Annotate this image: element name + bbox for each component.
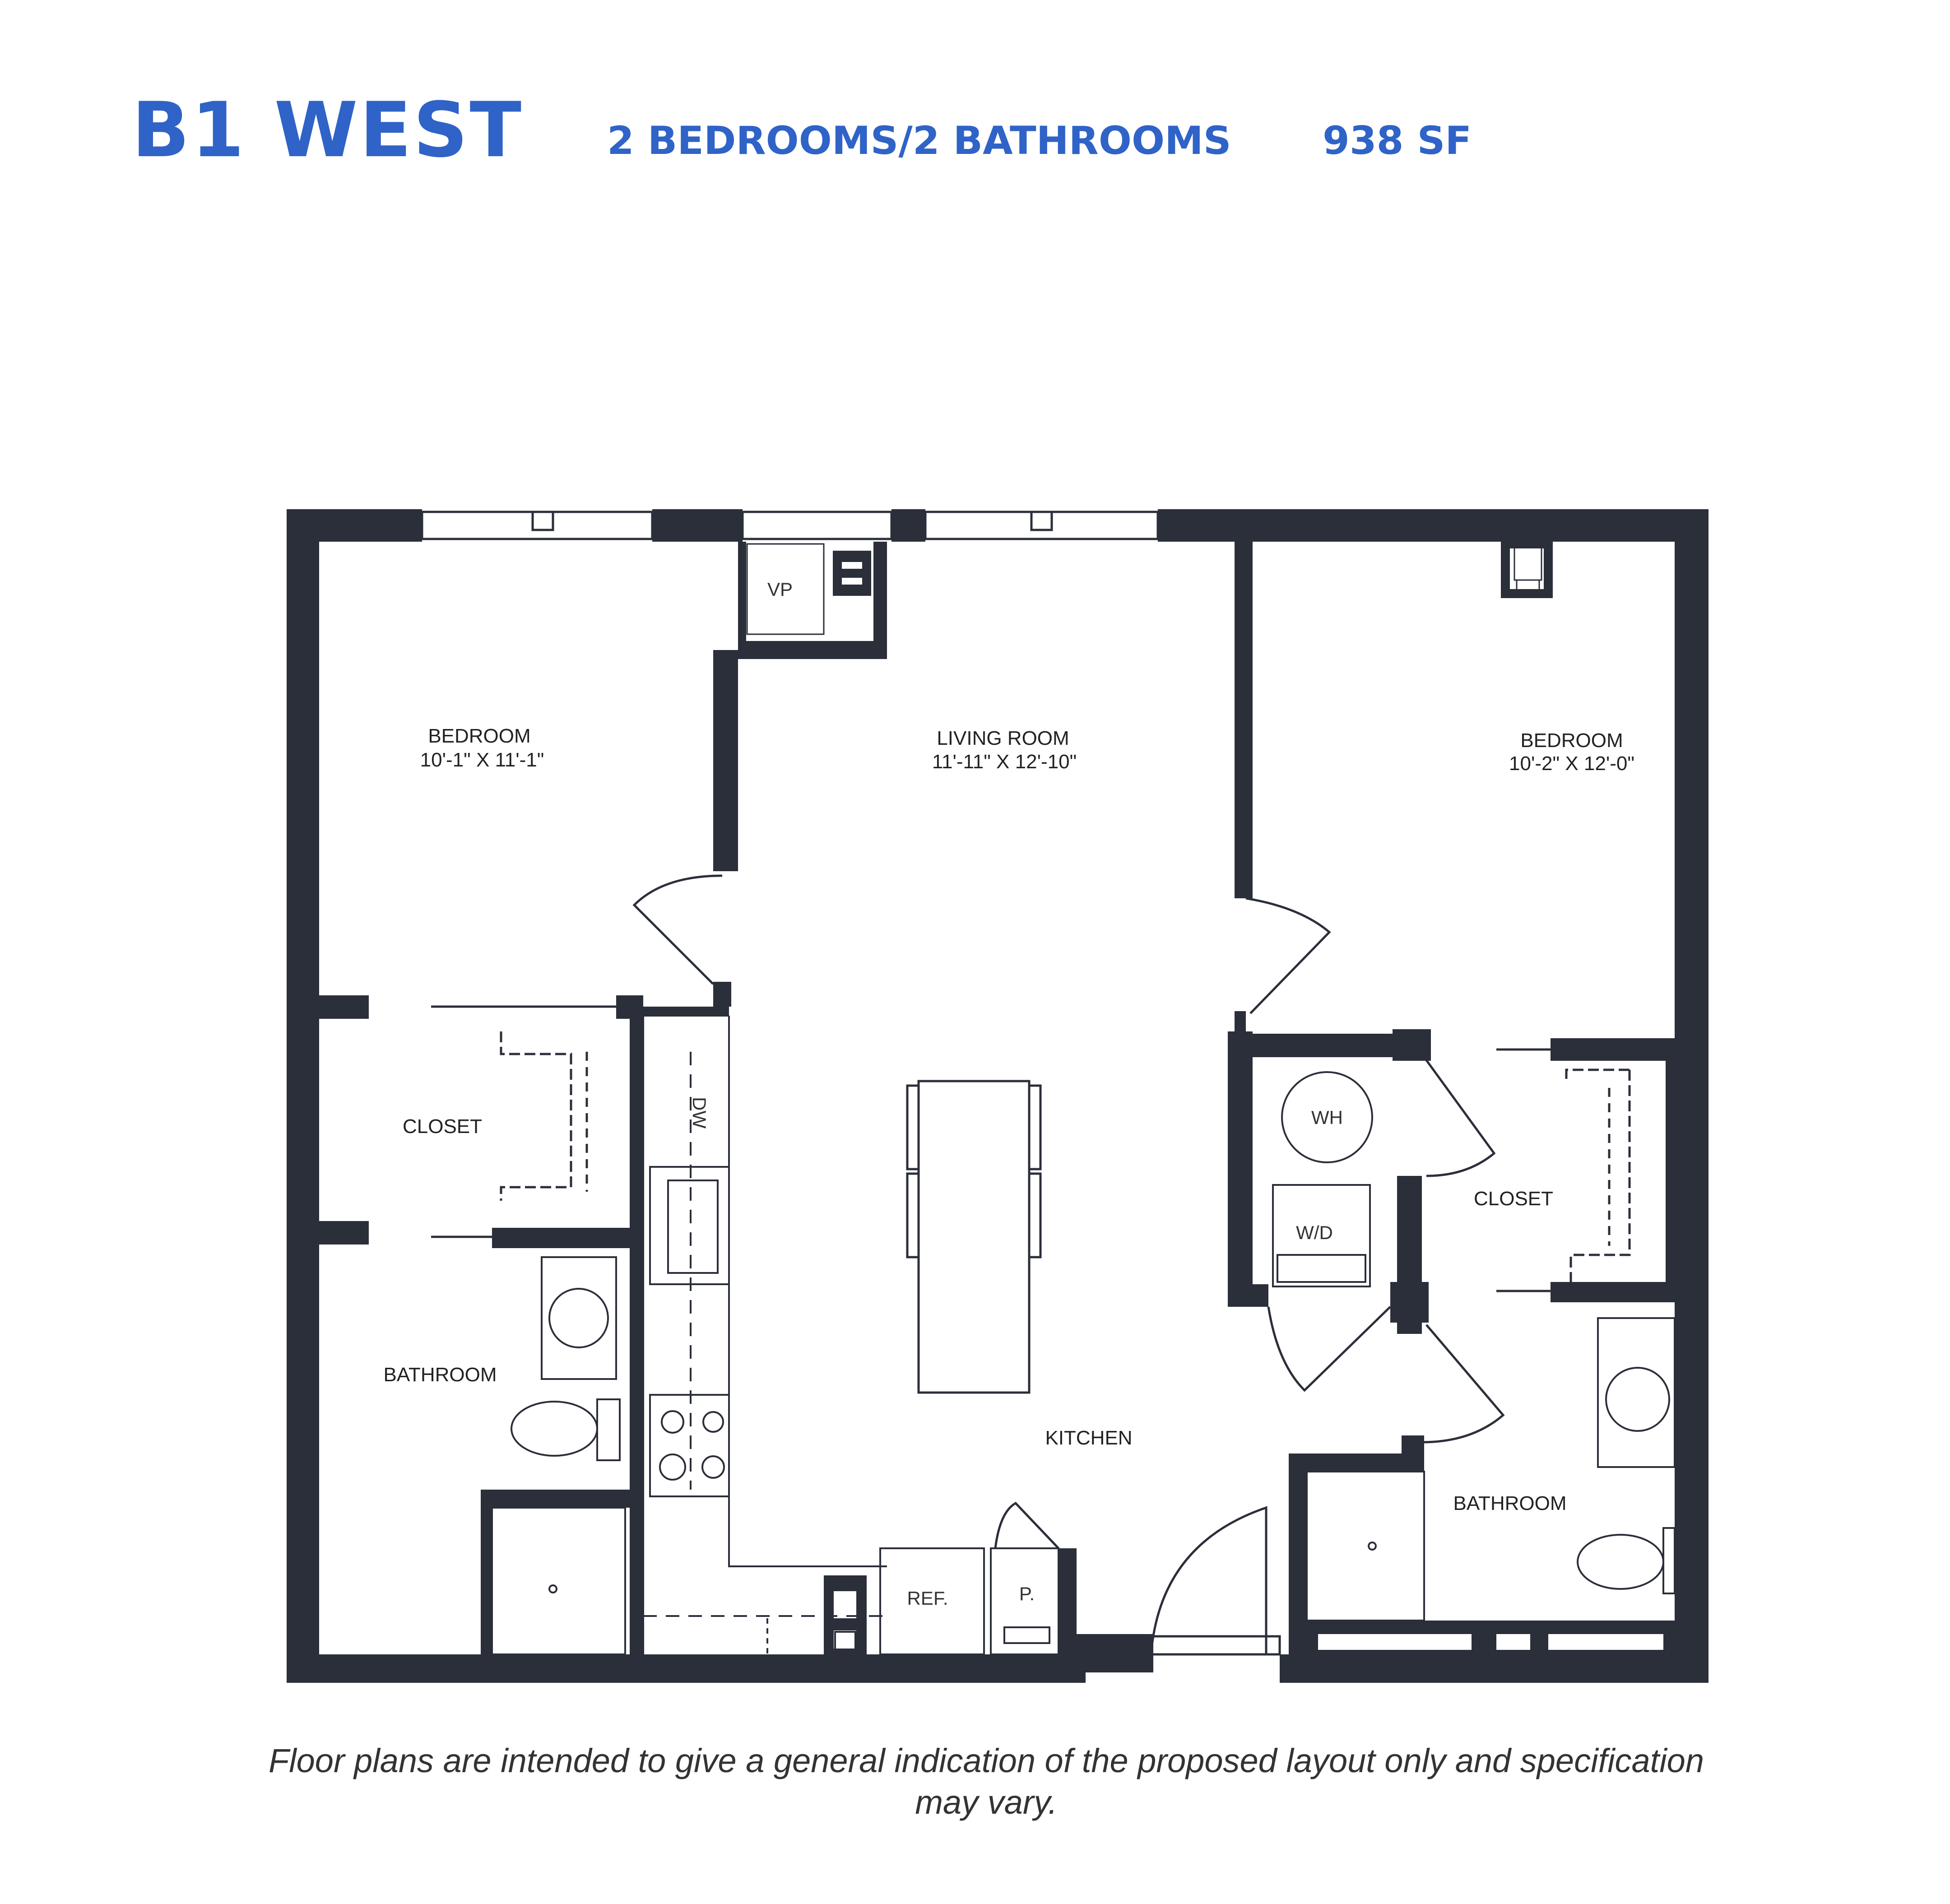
left-closet-label: CLOSET [403,1115,482,1138]
right-bedroom-size: 10'-2" X 12'-0" [1509,752,1634,775]
doors [632,874,1505,1656]
dishwasher-label: DW [689,1097,710,1128]
vp-label: VP [767,579,793,600]
right-bathroom-label: BATHROOM [1453,1492,1567,1514]
interior-walls [319,542,1675,1657]
exterior-walls [287,509,1709,1683]
bed-bath-count: 2 BEDROOMS/2 BATHROOMS [607,118,1231,163]
bathroom-fixtures [491,1071,1676,1655]
windows [421,511,1159,540]
living-room-label: LIVING ROOM [937,727,1069,749]
kitchen-label: KITCHEN [1045,1427,1132,1449]
right-bedroom-label: BEDROOM [1520,729,1623,752]
left-bathroom-label: BATHROOM [384,1364,497,1386]
closet-rods [431,1005,1631,1292]
pantry-label: P. [1019,1583,1035,1604]
left-bedroom-label: BEDROOM [428,725,530,747]
left-bedroom-size: 10'-1" X 11'-1" [420,749,544,771]
water-heater-label: WH [1311,1107,1343,1128]
washer-dryer-label: W/D [1296,1222,1333,1243]
disclaimer-text: Floor plans are intended to give a gener… [269,1742,1704,1821]
right-closet-label: CLOSET [1474,1188,1553,1210]
kitchen-island [906,1080,1042,1394]
refrigerator-label: REF. [907,1588,948,1609]
square-footage: 938 SF [1323,118,1472,163]
living-room-size: 11'-11" X 12'-10" [932,751,1077,773]
kitchen-counter [643,1016,1059,1655]
plan-title: B1 WEST [132,86,524,174]
